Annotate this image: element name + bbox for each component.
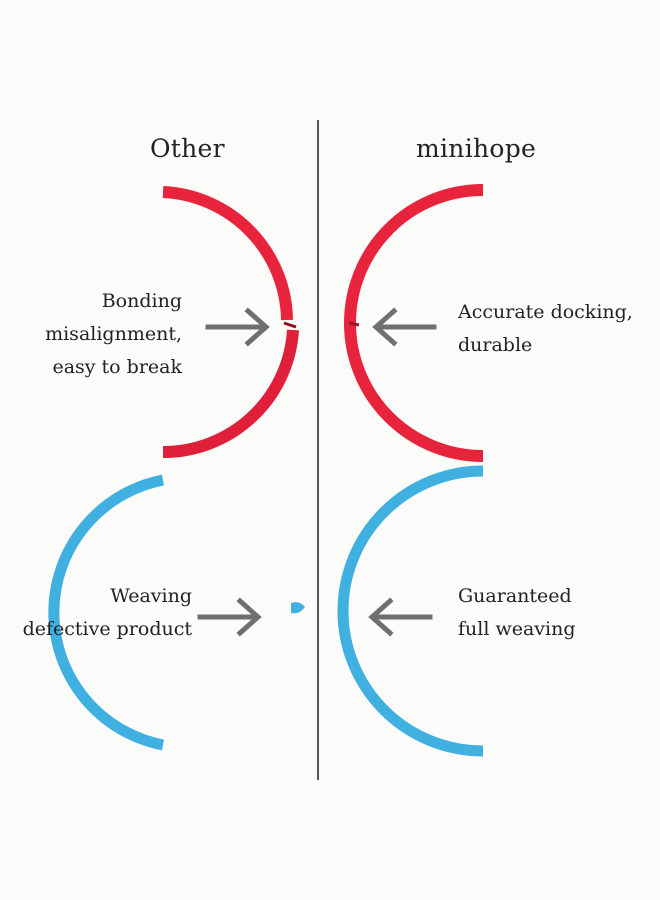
caption-line: misalignment, bbox=[45, 323, 182, 345]
caption-line: Bonding bbox=[101, 290, 182, 312]
blue-hair-tie-minihope bbox=[337, 465, 484, 757]
caption-line: easy to break bbox=[52, 356, 182, 378]
caption-accurate-docking: Accurate docking, durable bbox=[458, 296, 633, 362]
heading-other: Other bbox=[150, 134, 225, 163]
center-divider bbox=[317, 120, 319, 780]
caption-line: Accurate docking, bbox=[458, 301, 633, 323]
heading-minihope: minihope bbox=[416, 134, 537, 163]
misaligned-joint-mark bbox=[283, 321, 297, 329]
arrow-icon bbox=[205, 307, 270, 347]
caption-line: full weaving bbox=[458, 618, 576, 640]
red-hair-tie-other bbox=[162, 186, 293, 321]
caption-line: defective product bbox=[22, 618, 192, 640]
caption-line: Guaranteed bbox=[458, 585, 572, 607]
caption-weaving-defective: Weaving defective product bbox=[23, 580, 192, 646]
caption-bonding-misalignment: Bonding misalignment, easy to break bbox=[45, 285, 182, 384]
weaving-defect-bump bbox=[291, 602, 305, 614]
docking-joint-mark bbox=[348, 321, 360, 327]
caption-line: durable bbox=[458, 334, 533, 356]
arrow-icon bbox=[197, 597, 262, 637]
arrow-icon bbox=[372, 307, 437, 347]
arrow-icon bbox=[368, 597, 433, 637]
blue-hair-tie-other bbox=[48, 474, 165, 751]
red-hair-tie-other-lower bbox=[162, 329, 299, 459]
caption-guaranteed-weaving: Guaranteed full weaving bbox=[458, 580, 576, 646]
caption-line: Weaving bbox=[110, 585, 192, 607]
